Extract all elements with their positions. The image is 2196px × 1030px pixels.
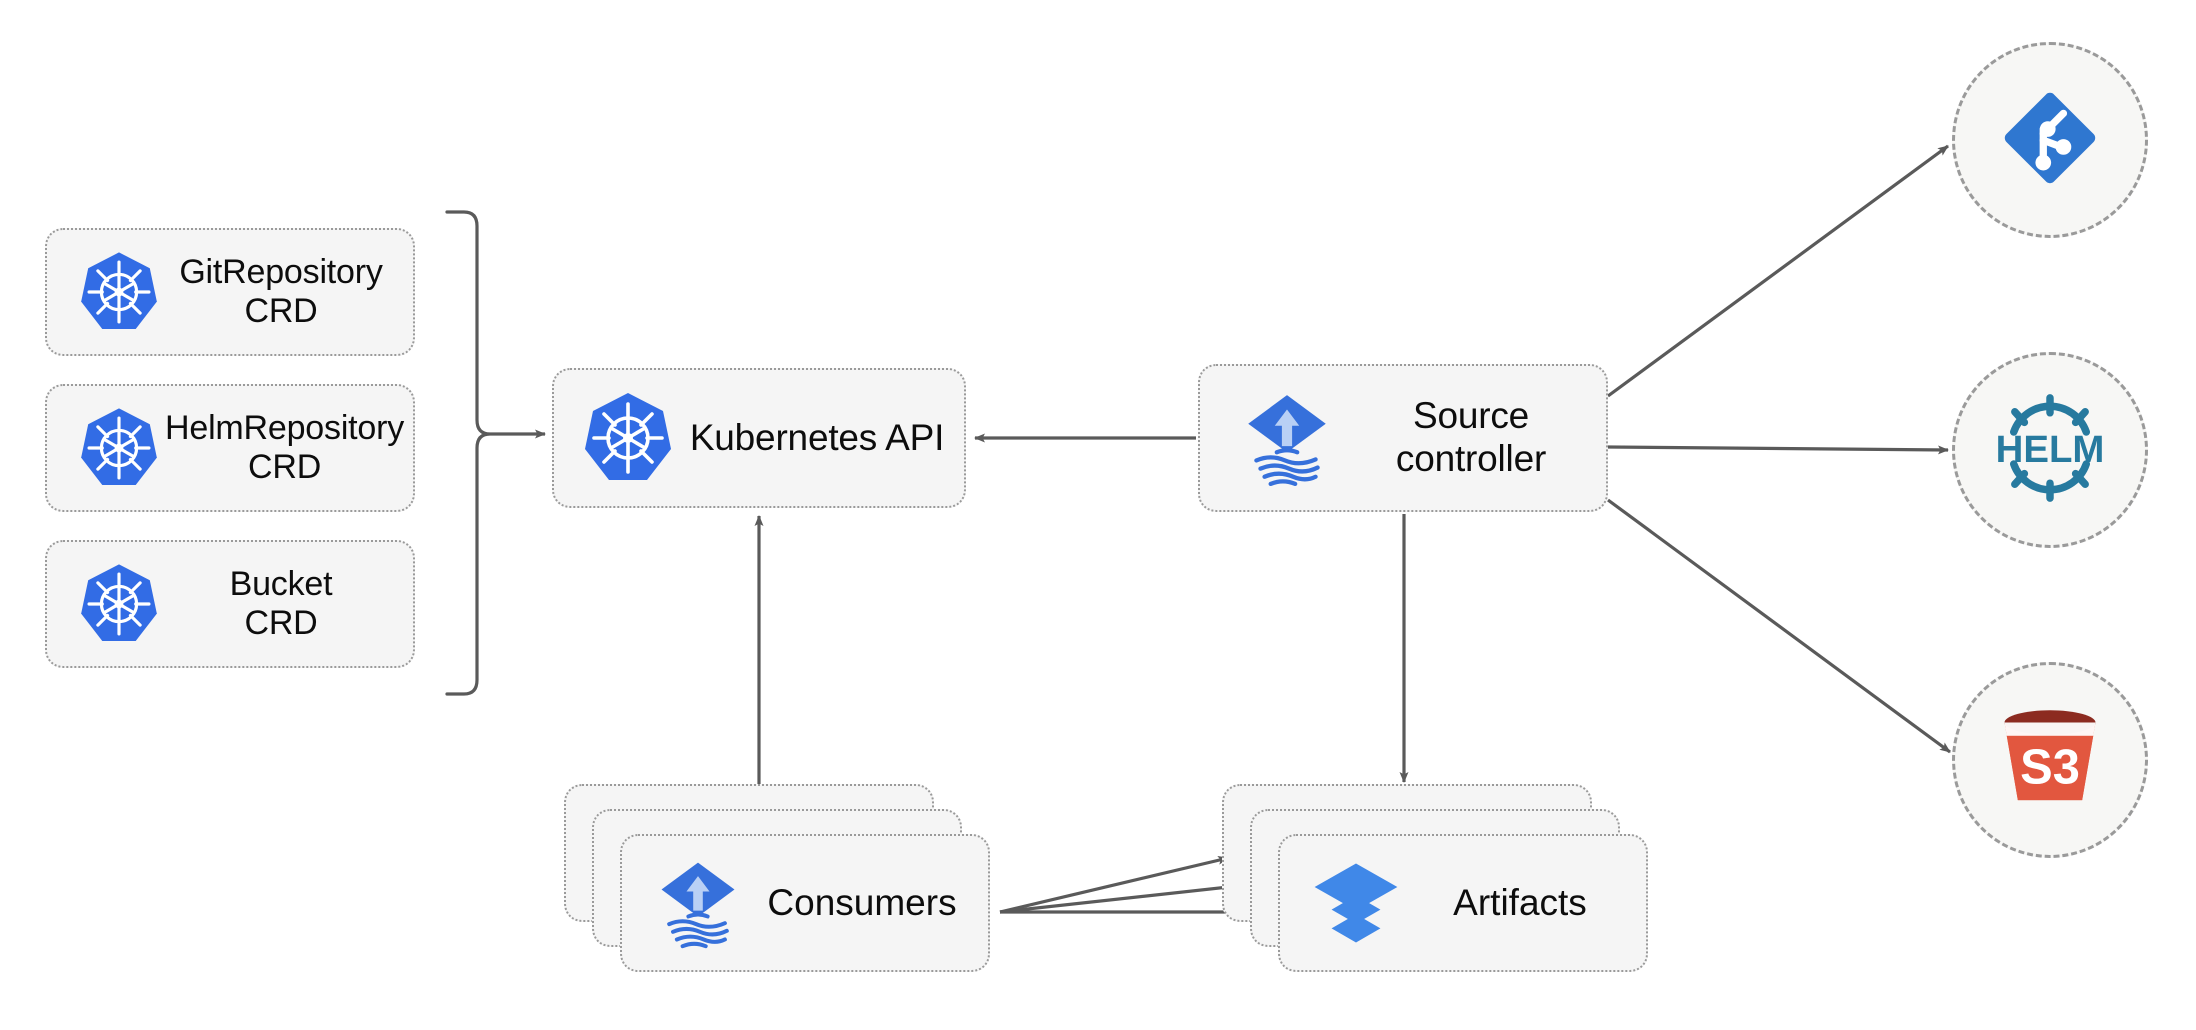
helm-icon: HELM [1986, 388, 2114, 513]
node-label: HelmRepository CRD [165, 408, 405, 486]
node-label: Kubernetes API [689, 416, 945, 458]
node-label: GitRepository CRD [179, 252, 383, 330]
git-icon [1994, 82, 2106, 199]
layers-icon [1306, 853, 1406, 953]
s3-icon: S3 [1989, 702, 2111, 819]
kubernetes-icon [73, 246, 165, 338]
edge-source-controller-to-bucket [1607, 498, 1951, 754]
artifacts-stack-sheet-front[interactable]: Artifacts [1278, 834, 1648, 972]
crd-group-brace [445, 210, 491, 696]
kubernetes-icon [576, 386, 680, 490]
flux-icon [648, 853, 748, 953]
node-label: Artifacts [1453, 882, 1587, 923]
node-kubernetes-api[interactable]: Kubernetes API [552, 368, 966, 508]
consumers-stack-sheet-front[interactable]: Consumers [620, 834, 990, 972]
node-bucket-source[interactable]: S3 [1952, 662, 2148, 858]
flux-icon [1234, 385, 1340, 491]
node-helm-source[interactable]: HELM [1952, 352, 2148, 548]
edge-source-controller-to-git [1607, 144, 1949, 398]
node-helmrepository-crd[interactable]: HelmRepository CRD [45, 384, 415, 512]
edge-consumers-to-artifacts-1 [999, 855, 1229, 914]
kubernetes-icon [73, 402, 165, 494]
s3-logo-text: S3 [2020, 740, 2080, 794]
node-label: Consumers [767, 882, 957, 923]
node-label: Source controller [1395, 395, 1547, 479]
edge-consumers-to-artifacts-2 [999, 880, 1257, 914]
edge-source-controller-to-helm [1607, 445, 1949, 455]
kubernetes-icon [73, 558, 165, 650]
node-label: Bucket CRD [229, 564, 333, 642]
node-bucket-crd[interactable]: Bucket CRD [45, 540, 415, 668]
helm-logo-text: HELM [1996, 427, 2105, 470]
node-git-source[interactable] [1952, 42, 2148, 238]
node-source-controller[interactable]: Source controller [1198, 364, 1608, 512]
node-gitrepository-crd[interactable]: GitRepository CRD [45, 228, 415, 356]
